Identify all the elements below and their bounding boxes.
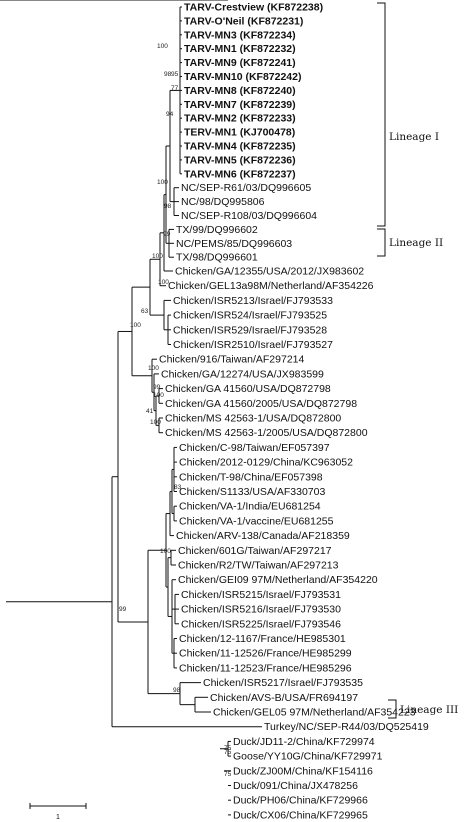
support-value: 63 bbox=[141, 308, 149, 315]
support-value: 100 bbox=[152, 253, 163, 260]
taxon-label: Chicken/C-98/Taiwan/EF057397 bbox=[179, 442, 330, 454]
support-value: 77 bbox=[171, 85, 179, 92]
taxon-label: Chicken/11-12526/France/HE985299 bbox=[179, 648, 352, 660]
taxon-label: Chicken/AVS-B/USA/FR694197 bbox=[210, 692, 358, 704]
taxon-label: Chicken/S1133/USA/AF330703 bbox=[179, 486, 325, 498]
lineage-1-label: Lineage I bbox=[389, 131, 439, 143]
support-value: 98 bbox=[164, 71, 172, 78]
taxon-label: Chicken/GA 41560/USA/DQ872798 bbox=[165, 383, 331, 395]
support-value: 83 bbox=[174, 484, 182, 491]
taxon-label: Duck/ZJ00M/China/KF154116 bbox=[233, 765, 373, 777]
support-value: 95 bbox=[171, 71, 179, 78]
support-value: 41 bbox=[146, 408, 154, 415]
support-value: 75 bbox=[224, 745, 232, 752]
taxon-label: Chicken/ISR5215/Israel/FJ793531 bbox=[181, 589, 341, 601]
support-value: 99 bbox=[153, 384, 161, 391]
taxon-label: Chicken/12-1167/France/HE985301 bbox=[179, 633, 346, 645]
taxon-label: TARV-MN7 (KF872239) bbox=[184, 99, 296, 111]
tree-branches bbox=[0, 0, 262, 816]
taxon-label: TERV-MN1 (KJ700478) bbox=[184, 127, 295, 139]
lineage-brackets: Lineage I Lineage II Lineage III bbox=[377, 2, 458, 719]
taxon-label: Chicken/ISR5217/Israel/FJ793535 bbox=[203, 677, 363, 689]
taxon-label: Chicken/VA-1/vaccine/EU681255 bbox=[179, 515, 334, 527]
support-value: 99 bbox=[119, 606, 127, 613]
taxon-label: Chicken/GA 41560/2005/USA/DQ872798 bbox=[165, 398, 357, 410]
lineage-2-label: Lineage II bbox=[389, 237, 443, 249]
taxon-label: TARV-MN1 (KF872232) bbox=[184, 43, 296, 55]
taxon-label: Chicken/11-12523/France/HE985296 bbox=[179, 662, 352, 674]
taxon-label: TX/99/DQ996602 bbox=[176, 224, 258, 236]
taxon-label: TX/98/DQ996601 bbox=[176, 252, 258, 264]
taxon-label: NC/98/DQ995806 bbox=[181, 196, 265, 208]
lineage-3-bracket bbox=[388, 699, 397, 719]
support-value: 100 bbox=[160, 548, 171, 555]
taxon-label: TARV-O'Neil (KF872231) bbox=[184, 15, 303, 27]
taxon-label: Chicken/916/Taiwan/AF297214 bbox=[159, 354, 305, 366]
taxon-label: TARV-Crestview (KF872238) bbox=[184, 2, 323, 14]
taxon-label: Chicken/ARV-138/Canada/AF218359 bbox=[176, 530, 350, 542]
support-value: 100 bbox=[153, 392, 164, 399]
taxon-label: Duck/091/China/JX478256 bbox=[233, 780, 358, 792]
taxon-label: TARV-MN6 (KF872237) bbox=[184, 168, 296, 180]
taxon-label: NC/SEP-R108/03/DQ996604 bbox=[181, 210, 317, 222]
taxon-label: TARV-MN9 (KF872241) bbox=[184, 57, 296, 69]
support-value: 100 bbox=[150, 419, 161, 426]
taxon-label: Chicken/2012-0129/China/KC963052 bbox=[179, 457, 353, 469]
taxon-label: Chicken/MS 42563-1/USA/DQ872800 bbox=[165, 413, 341, 425]
taxon-label: Chicken/T-98/China/EF057398 bbox=[179, 471, 323, 483]
taxon-labels: TARV-Crestview (KF872238)TARV-O'Neil (KF… bbox=[0, 0, 429, 821]
support-value: 98 bbox=[164, 203, 172, 210]
taxon-label: Duck/JD11-2/China/KF729974 bbox=[233, 736, 375, 748]
lineage-3-label: Lineage III bbox=[400, 704, 458, 716]
taxon-label: Duck/PH06/China/KF729966 bbox=[233, 795, 368, 807]
taxon-label: TARV-MN5 (KF872236) bbox=[184, 154, 296, 166]
taxon-label: Chicken/GA/12274/USA/JX983599 bbox=[161, 368, 324, 380]
taxon-label: Chicken/601G/Taiwan/AF297217 bbox=[178, 545, 332, 557]
support-value: 100 bbox=[130, 322, 141, 329]
taxon-label: Chicken/R2/TW/Taiwan/AF297213 bbox=[178, 560, 339, 572]
support-value: 100 bbox=[148, 365, 159, 372]
taxon-label: TARV-MN10 (KF872242) bbox=[184, 71, 301, 83]
taxon-label: TARV-MN2 (KF872233) bbox=[184, 113, 296, 125]
scale-bar-label: 1 bbox=[56, 814, 60, 821]
taxon-label: Chicken/GEI09 97M/Netherland/AF354220 bbox=[178, 574, 378, 586]
taxon-label: Goose/03G/China/JX145334 bbox=[0, 0, 134, 3]
taxon-label: Chicken/GEL05 97M/Netherland/AF354223 bbox=[213, 707, 416, 719]
taxon-label: Chicken/ISR2510/Israel/FJ793527 bbox=[173, 339, 333, 351]
taxon-label: Chicken/GA/12355/USA/2012/JX983602 bbox=[175, 266, 364, 278]
taxon-label: Chicken/ISR5213/Israel/FJ793533 bbox=[173, 295, 333, 307]
taxon-label: TARV-MN8 (KF872240) bbox=[184, 85, 296, 97]
support-value: 100 bbox=[157, 179, 168, 186]
taxon-label: Chicken/ISR524/Israel/FJ793525 bbox=[173, 310, 327, 322]
support-value: 75 bbox=[224, 749, 232, 756]
taxon-label: TARV-MN4 (KF872235) bbox=[184, 141, 296, 153]
taxon-label: TARV-MN3 (KF872234) bbox=[184, 29, 296, 41]
taxon-label: Duck/CX06/China/KF729965 bbox=[233, 809, 368, 821]
taxon-label: Chicken/ISR529/Israel/FJ793528 bbox=[173, 324, 327, 336]
taxon-label: Chicken/MS 42563-1/2005/USA/DQ872800 bbox=[165, 427, 368, 439]
taxon-label: Goose/YY10G/China/KF729971 bbox=[233, 751, 383, 763]
taxon-label: Chicken/GEL13a98M/Netherland/AF354226 bbox=[168, 280, 374, 292]
support-value: 98 bbox=[173, 687, 181, 694]
taxon-label: Chicken/ISR5216/Israel/FJ793530 bbox=[181, 604, 341, 616]
support-value: 100 bbox=[158, 279, 169, 286]
taxon-label: Turkey/NC/SEP-R44/03/DQ525419 bbox=[264, 721, 429, 733]
taxon-label: Chicken/VA-1/India/EU681254 bbox=[179, 501, 321, 513]
support-value: 100 bbox=[157, 43, 168, 50]
support-value: 94 bbox=[166, 111, 174, 118]
support-value: 99 bbox=[163, 231, 171, 238]
support-value: 75 bbox=[224, 771, 232, 778]
taxon-label: NC/PEMS/85/DQ996603 bbox=[176, 238, 292, 250]
lineage-1-bracket bbox=[377, 2, 386, 227]
taxon-label: NC/SEP-R61/03/DQ996605 bbox=[181, 182, 311, 194]
lineage-2-bracket bbox=[377, 228, 386, 257]
taxon-label: Chicken/ISR5225/Israel/FJ793546 bbox=[181, 618, 341, 630]
scale-bar: 1 bbox=[29, 803, 87, 821]
